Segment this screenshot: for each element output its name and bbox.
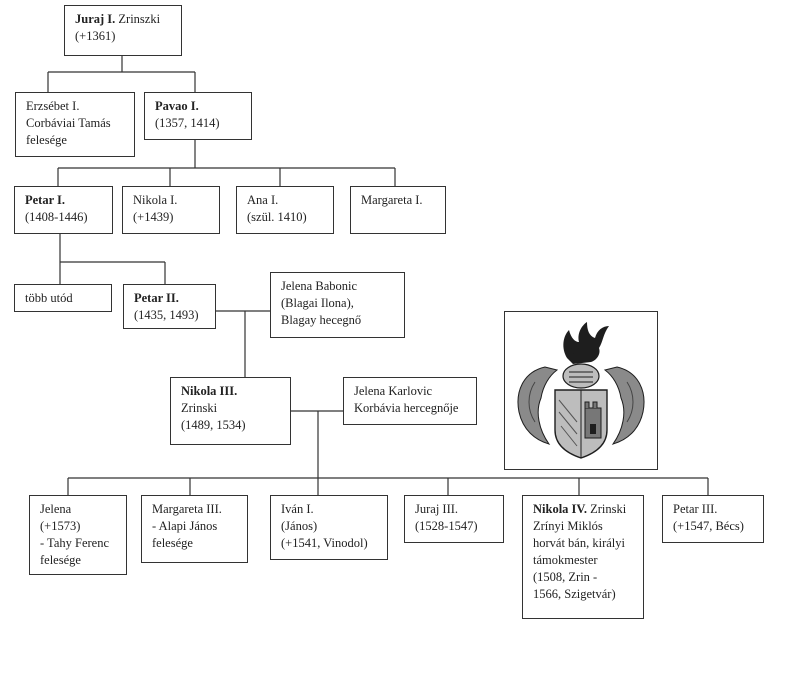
- node-ana-i: Ana I. (szül. 1410): [236, 186, 334, 234]
- node-juraj-iii: Juraj III. (1528-1547): [404, 495, 504, 543]
- node-ivan-i: Iván I. (János) (+1541, Vinodol): [270, 495, 388, 560]
- node-petar-i: Petar I. (1408-1446): [14, 186, 113, 234]
- node-petar-iii: Petar III. (+1547, Bécs): [662, 495, 764, 543]
- node-jelena: Jelena (+1573) - Tahy Ferenc felesége: [29, 495, 127, 575]
- node-erzsebet-i: Erzsébet I. Corbáviai Tamás felesége: [15, 92, 135, 157]
- coat-of-arms-image: [504, 311, 658, 470]
- node-margareta-i: Margareta I.: [350, 186, 446, 234]
- node-tobb-utod: több utód: [14, 284, 112, 312]
- node-margareta-iii: Margareta III. - Alapi János felesége: [141, 495, 248, 563]
- node-jelena-babonic: Jelena Babonic (Blagai Ilona), Blagay he…: [270, 272, 405, 338]
- node-pavao-i: Pavao I. (1357, 1414): [144, 92, 252, 140]
- node-jelena-karlovic: Jelena Karlovic Korbávia hercegnője: [343, 377, 477, 425]
- node-nikola-iii: Nikola III. Zrinski (1489, 1534): [170, 377, 291, 445]
- node-juraj-i: Juraj I. Zrinszki (+1361): [64, 5, 182, 56]
- node-petar-ii: Petar II. (1435, 1493): [123, 284, 216, 329]
- node-nikola-i: Nikola I. (+1439): [122, 186, 220, 234]
- node-nikola-iv: Nikola IV. Zrinski Zrínyi Miklós horvát …: [522, 495, 644, 619]
